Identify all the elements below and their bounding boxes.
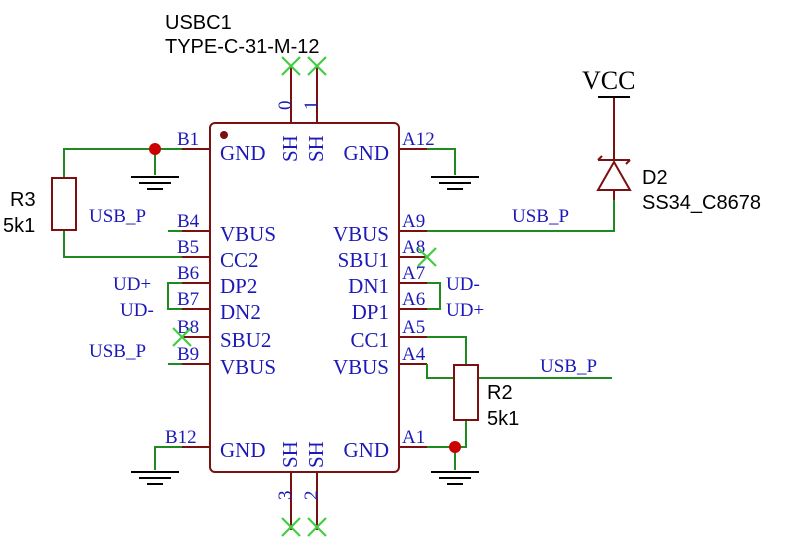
component-value: TYPE-C-31-M-12 xyxy=(165,36,319,58)
pin-num-b1: B1 xyxy=(177,129,199,150)
pin-num-sh3: 3 xyxy=(275,491,296,501)
pin-name-a8: SBU1 xyxy=(338,248,389,272)
pin-num-a4: A4 xyxy=(402,344,426,365)
pin-name-b9: VBUS xyxy=(220,355,276,379)
r2-value: 5k1 xyxy=(487,408,519,430)
ground-symbols xyxy=(131,176,479,485)
net-label-usb-p-b4: USB_P xyxy=(89,206,146,227)
net-label-ud-minus-b7: UD- xyxy=(120,300,154,321)
pin-num-b6: B6 xyxy=(177,263,199,284)
pin-num-b12: B12 xyxy=(165,427,197,448)
pin-num-a5: A5 xyxy=(402,317,425,338)
d2-ref: D2 xyxy=(642,167,668,189)
pin-name-b7: DN2 xyxy=(220,300,261,324)
ground-symbol-a12 xyxy=(431,176,479,190)
shield-pin-stubs xyxy=(290,66,318,530)
pin-name-sh3: SH xyxy=(278,441,302,468)
pin-name-a1: GND xyxy=(344,438,390,462)
pin-name-b6: DP2 xyxy=(220,274,257,298)
junctions xyxy=(149,143,461,453)
pin-name-sh2: SH xyxy=(304,441,328,468)
pin-name-b8: SBU2 xyxy=(220,328,271,352)
net-label-ud-plus-b6: UD+ xyxy=(113,274,151,295)
pin-name-sh0: SH xyxy=(278,135,302,162)
pin1-marker xyxy=(220,131,228,139)
pin-name-a4: VBUS xyxy=(333,355,389,379)
resistor-r3 xyxy=(51,177,77,231)
net-label-ud-plus-a6: UD+ xyxy=(446,300,484,321)
pin-num-b4: B4 xyxy=(177,211,200,232)
pin-name-b5: CC2 xyxy=(220,248,259,272)
d2-value: SS34_C8678 xyxy=(642,192,761,214)
pin-num-a9: A9 xyxy=(402,211,425,232)
r3-ref: R3 xyxy=(10,189,36,211)
pin-name-a7: DN1 xyxy=(348,274,389,298)
ground-symbol-b12 xyxy=(131,471,179,485)
pin-num-sh0: 0 xyxy=(275,101,296,111)
ground-symbol-a1 xyxy=(431,471,479,485)
pin-name-a5: CC1 xyxy=(350,328,389,352)
resistor-r2 xyxy=(453,364,479,421)
pin-name-a12: GND xyxy=(344,141,390,165)
net-label-usb-p-a4: USB_P xyxy=(540,356,597,377)
pin-num-b9: B9 xyxy=(177,344,199,365)
vcc-label: VCC xyxy=(582,66,635,95)
ground-symbol-b1 xyxy=(131,176,179,190)
usbc-body xyxy=(209,122,400,473)
pin-name-b12: GND xyxy=(220,438,266,462)
left-wiring xyxy=(63,148,182,470)
net-label-ud-minus-a7: UD- xyxy=(446,274,480,295)
no-connect-markers xyxy=(172,56,437,537)
pin-name-b4: VBUS xyxy=(220,222,276,246)
component-ref: USBC1 xyxy=(165,12,232,34)
right-pin-stubs xyxy=(399,148,427,448)
right-wiring xyxy=(426,148,615,470)
pin-num-a8: A8 xyxy=(402,237,425,258)
pin-num-a1: A1 xyxy=(402,427,425,448)
pin-name-a6: DP1 xyxy=(352,300,389,324)
diode-d2 xyxy=(596,98,632,200)
net-label-usb-p-a9: USB_P xyxy=(512,206,569,227)
pin-num-a7: A7 xyxy=(402,263,425,284)
pin-num-sh1: 1 xyxy=(301,101,322,111)
pin-name-b1: GND xyxy=(220,141,266,165)
pin-num-b8: B8 xyxy=(177,317,199,338)
pin-num-a12: A12 xyxy=(402,129,435,150)
r3-value: 5k1 xyxy=(3,215,35,237)
net-label-usb-p-b9: USB_P xyxy=(89,341,146,362)
r2-ref: R2 xyxy=(487,382,513,404)
pin-name-sh1: SH xyxy=(304,135,328,162)
pin-num-b7: B7 xyxy=(177,289,199,310)
pin-name-a9: VBUS xyxy=(333,222,389,246)
pin-num-sh2: 2 xyxy=(301,491,322,501)
pin-num-a6: A6 xyxy=(402,289,425,310)
left-pin-stubs xyxy=(182,148,210,448)
pin-num-b5: B5 xyxy=(177,237,199,258)
